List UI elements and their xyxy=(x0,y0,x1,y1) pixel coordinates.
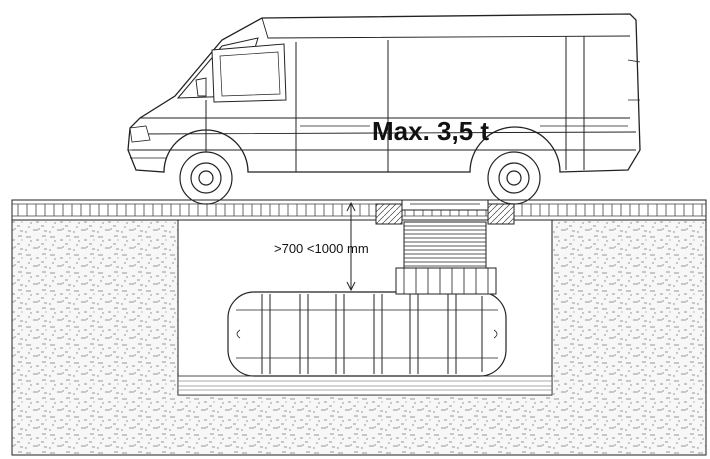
ground-surface xyxy=(11,199,707,221)
max-load-label: Max. 3,5 t xyxy=(372,116,490,146)
underground-tank-icon xyxy=(227,291,507,377)
delivery-van-icon xyxy=(127,13,641,205)
tank-dome-shaft-icon xyxy=(375,199,515,295)
cover-depth-label: >700 <1000 mm xyxy=(274,241,369,256)
sand-bedding xyxy=(177,375,553,396)
cover-depth-dimension xyxy=(346,201,356,292)
rear-wheel xyxy=(487,151,541,205)
front-wheel xyxy=(179,151,233,205)
